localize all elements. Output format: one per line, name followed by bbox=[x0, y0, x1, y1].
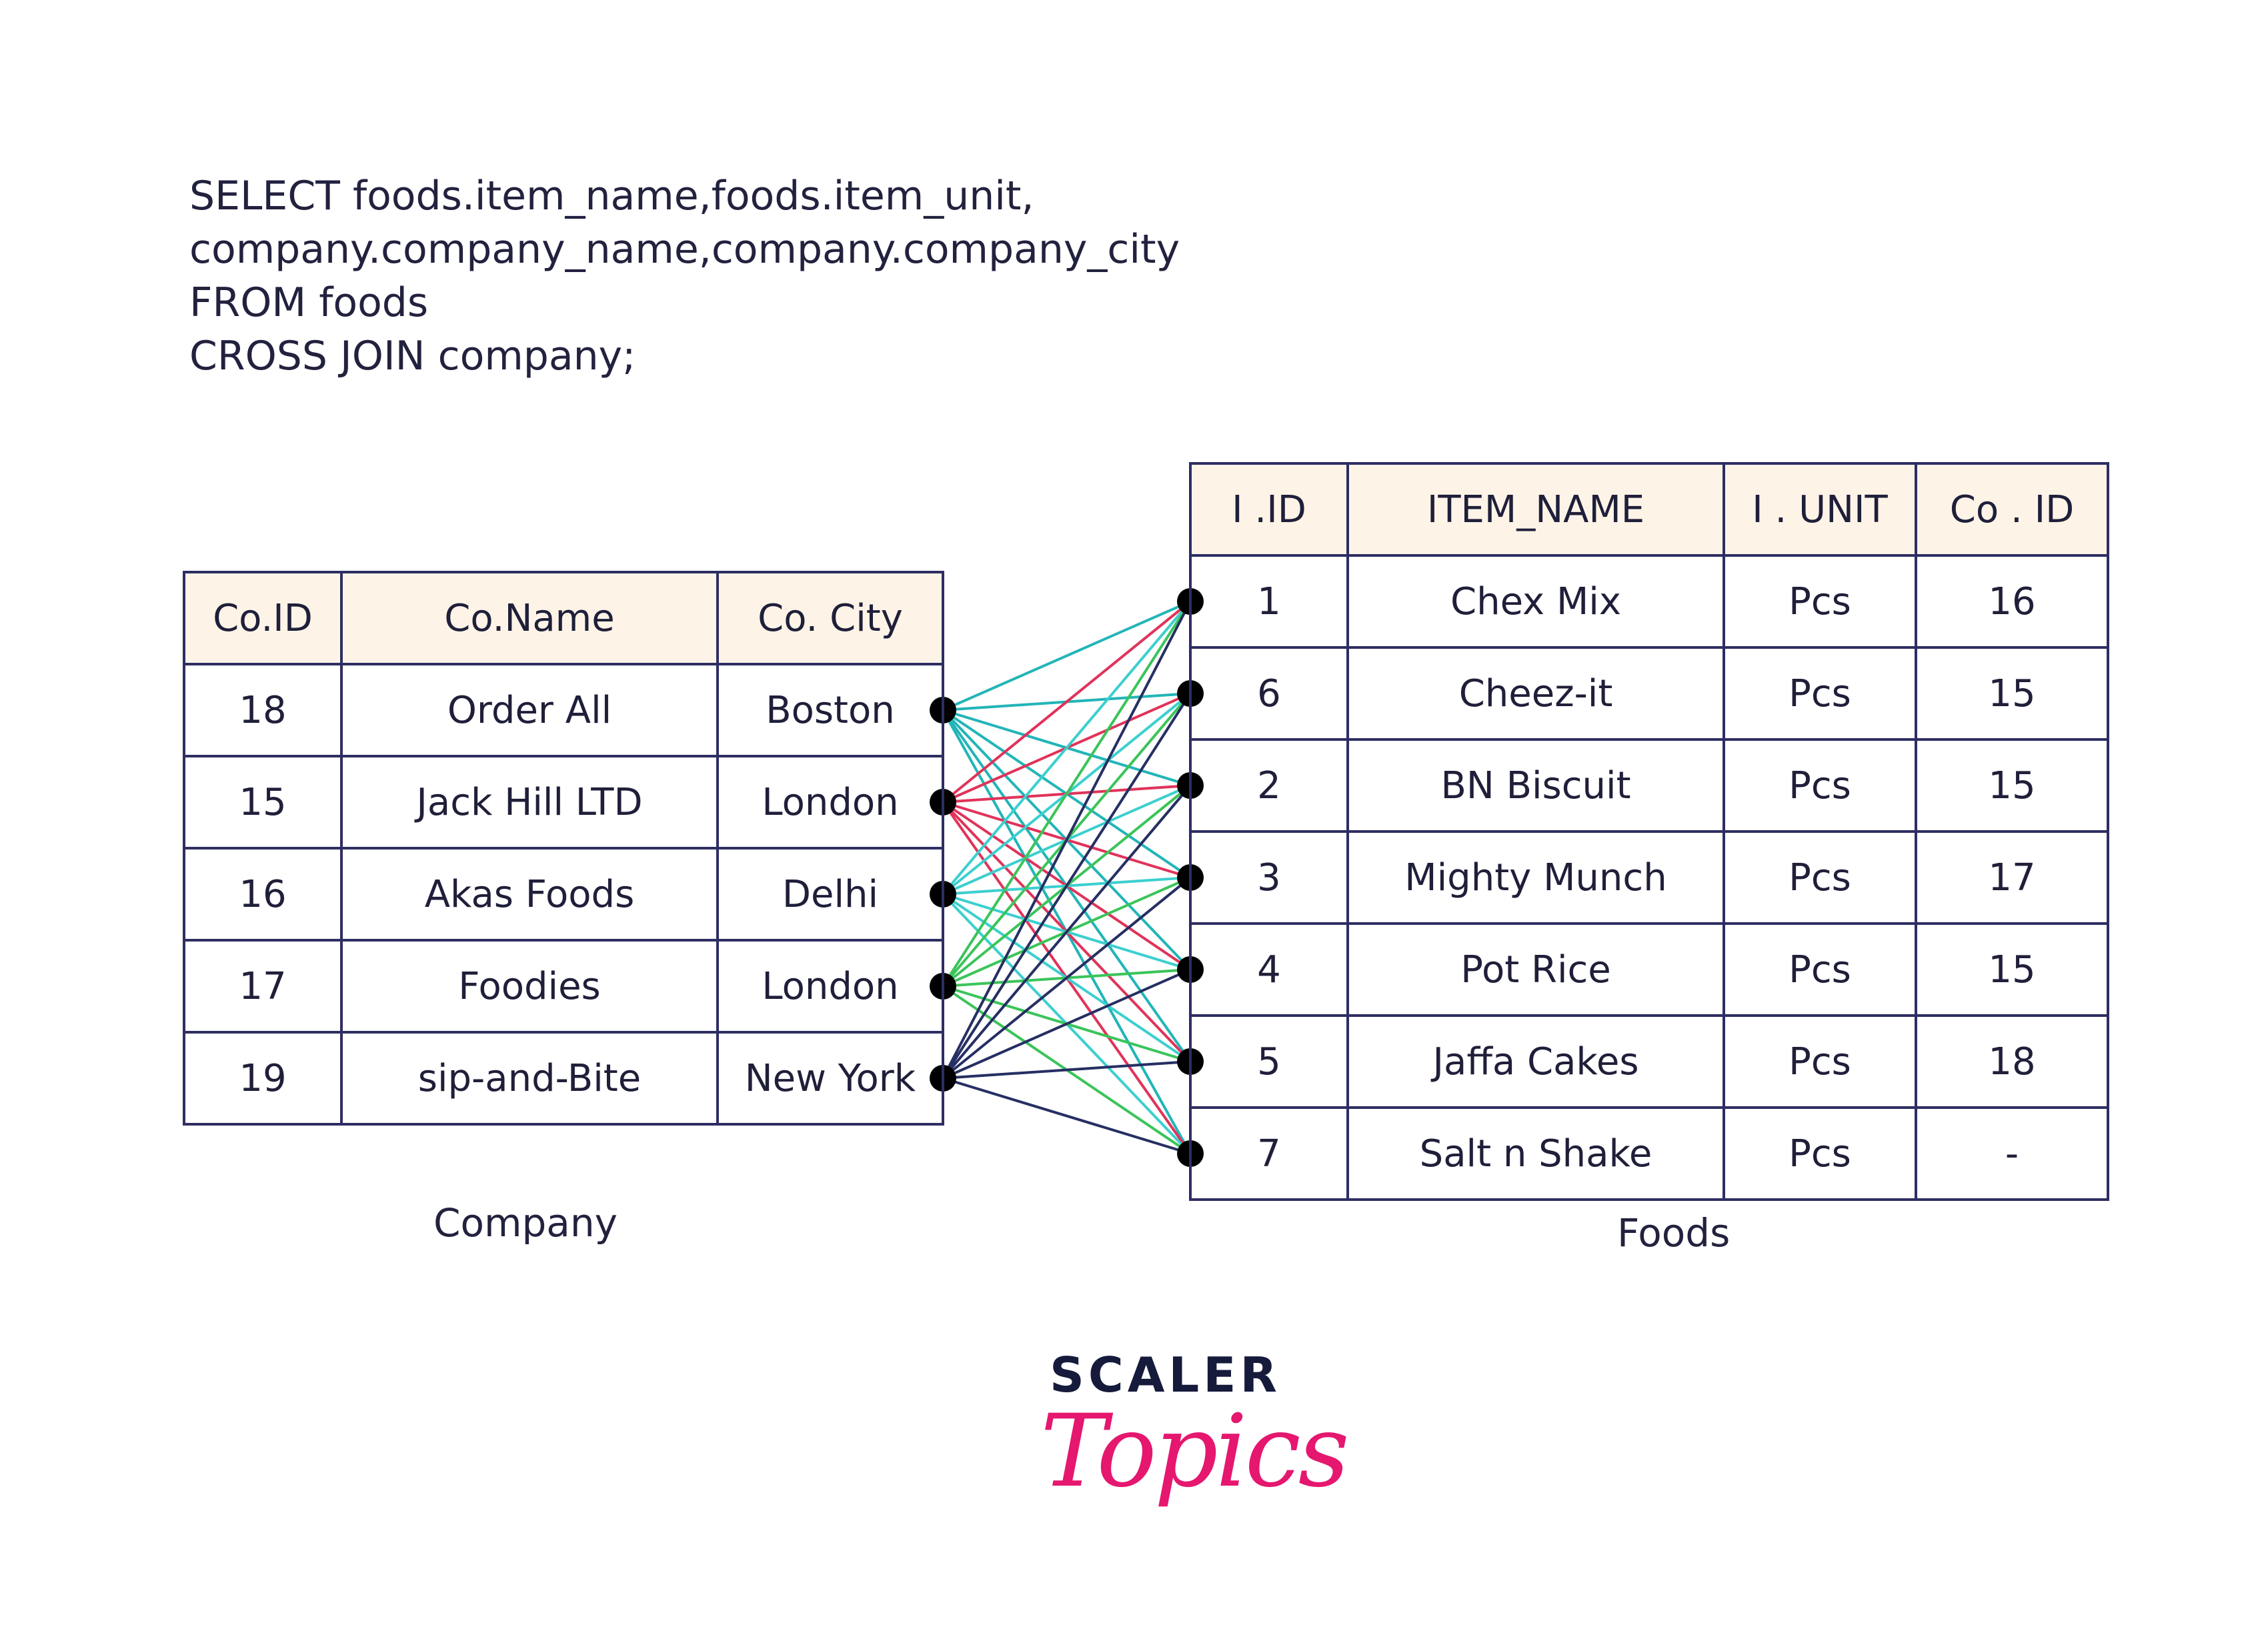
foods-table: I .ID ITEM_NAME I . UNIT Co . ID 1 Chex … bbox=[1189, 462, 2109, 1201]
company-city-cell: Delhi bbox=[716, 847, 944, 942]
company-header-city: Co. City bbox=[716, 571, 944, 665]
food-id-cell: 3 bbox=[1189, 830, 1349, 925]
food-id-cell: 1 bbox=[1189, 554, 1349, 649]
connector-line bbox=[942, 600, 1192, 803]
connector-line bbox=[942, 1060, 1191, 1080]
foods-header-unit: I . UNIT bbox=[1723, 462, 1917, 557]
food-unit-cell: Pcs bbox=[1723, 830, 1917, 925]
sql-line-1: SELECT foods.item_name,foods.item_unit, bbox=[189, 173, 1034, 219]
table-row: 7 Salt n Shake Pcs - bbox=[1189, 1106, 2109, 1201]
table-row: 18 Order All Boston bbox=[183, 663, 944, 757]
food-company-id-cell: - bbox=[1915, 1106, 2109, 1201]
food-company-id-cell: 18 bbox=[1915, 1014, 2109, 1109]
company-table: Co.ID Co.Name Co. City 18 Order All Bost… bbox=[183, 571, 944, 1126]
company-id-cell: 15 bbox=[183, 755, 343, 850]
connector-line bbox=[942, 784, 1192, 1080]
company-header-row: Co.ID Co.Name Co. City bbox=[183, 571, 944, 665]
foods-header-id: I .ID bbox=[1189, 462, 1349, 557]
foods-header-company-id: Co . ID bbox=[1915, 462, 2109, 557]
company-name-cell: sip-and-Bite bbox=[340, 1031, 719, 1126]
table-row: 19 sip-and-Bite New York bbox=[183, 1031, 944, 1126]
connector-line bbox=[942, 876, 1192, 1080]
table-row: 15 Jack Hill LTD London bbox=[183, 755, 944, 850]
food-name-cell: Salt n Shake bbox=[1346, 1106, 1725, 1201]
company-id-cell: 17 bbox=[183, 939, 343, 1034]
sql-line-2: company.company_name,company.company_cit… bbox=[189, 226, 1180, 273]
connector-line bbox=[942, 600, 1192, 896]
food-name-cell: BN Biscuit bbox=[1346, 738, 1725, 833]
food-id-cell: 4 bbox=[1189, 922, 1349, 1017]
logo-script: Topics bbox=[1040, 1394, 1350, 1510]
company-city-cell: New York bbox=[716, 1031, 944, 1126]
food-name-cell: Chex Mix bbox=[1346, 554, 1725, 649]
table-row: 1 Chex Mix Pcs 16 bbox=[1189, 554, 2109, 649]
table-row: 17 Foodies London bbox=[183, 939, 944, 1034]
food-unit-cell: Pcs bbox=[1723, 922, 1917, 1017]
food-name-cell: Pot Rice bbox=[1346, 922, 1725, 1017]
company-name-cell: Foodies bbox=[340, 939, 719, 1034]
table-row: 4 Pot Rice Pcs 15 bbox=[1189, 922, 2109, 1017]
company-city-cell: Boston bbox=[716, 663, 944, 757]
company-name-cell: Order All bbox=[340, 663, 719, 757]
scaler-topics-logo: SCALER Topics bbox=[1040, 1347, 1350, 1534]
company-header-id: Co.ID bbox=[183, 571, 343, 665]
logo-wordmark: SCALER bbox=[1050, 1347, 1281, 1403]
food-id-cell: 5 bbox=[1189, 1014, 1349, 1109]
table-row: 16 Akas Foods Delhi bbox=[183, 847, 944, 942]
company-city-cell: London bbox=[716, 755, 944, 850]
connector-line bbox=[942, 601, 1192, 1079]
connector-line bbox=[942, 968, 1191, 1080]
food-name-cell: Mighty Munch bbox=[1346, 830, 1725, 925]
company-id-cell: 19 bbox=[183, 1031, 343, 1126]
food-name-cell: Cheez-it bbox=[1346, 646, 1725, 741]
table-row: 2 BN Biscuit Pcs 15 bbox=[1189, 738, 2109, 833]
food-company-id-cell: 15 bbox=[1915, 738, 2109, 833]
foods-table-caption: Foods bbox=[1617, 1210, 1731, 1256]
company-name-cell: Jack Hill LTD bbox=[340, 755, 719, 850]
company-name-cell: Akas Foods bbox=[340, 847, 719, 942]
foods-header-item-name: ITEM_NAME bbox=[1346, 462, 1725, 557]
company-city-cell: London bbox=[716, 939, 944, 1034]
company-header-name: Co.Name bbox=[340, 571, 719, 665]
food-unit-cell: Pcs bbox=[1723, 1106, 1917, 1201]
connector-line bbox=[942, 1077, 1191, 1155]
foods-header-row: I .ID ITEM_NAME I . UNIT Co . ID bbox=[1189, 462, 2109, 557]
food-company-id-cell: 15 bbox=[1915, 922, 2109, 1017]
food-unit-cell: Pcs bbox=[1723, 646, 1917, 741]
table-row: 3 Mighty Munch Pcs 17 bbox=[1189, 830, 2109, 925]
food-company-id-cell: 16 bbox=[1915, 554, 2109, 649]
food-id-cell: 6 bbox=[1189, 646, 1349, 741]
connector-line bbox=[942, 600, 1192, 988]
food-id-cell: 7 bbox=[1189, 1106, 1349, 1201]
sql-query: SELECT foods.item_name,foods.item_unit, … bbox=[189, 169, 1180, 383]
table-row: 5 Jaffa Cakes Pcs 18 bbox=[1189, 1014, 2109, 1109]
connector-line bbox=[942, 692, 1192, 1080]
food-id-cell: 2 bbox=[1189, 738, 1349, 833]
food-unit-cell: Pcs bbox=[1723, 1014, 1917, 1109]
food-name-cell: Jaffa Cakes bbox=[1346, 1014, 1725, 1109]
food-company-id-cell: 15 bbox=[1915, 646, 2109, 741]
food-unit-cell: Pcs bbox=[1723, 554, 1917, 649]
company-id-cell: 18 bbox=[183, 663, 343, 757]
company-table-caption: Company bbox=[433, 1200, 618, 1246]
sql-line-3: FROM foods bbox=[189, 279, 429, 326]
connector-line bbox=[942, 600, 1191, 711]
company-id-cell: 16 bbox=[183, 847, 343, 942]
table-row: 6 Cheez-it Pcs 15 bbox=[1189, 646, 2109, 741]
food-company-id-cell: 17 bbox=[1915, 830, 2109, 925]
sql-line-4: CROSS JOIN company; bbox=[189, 333, 636, 379]
food-unit-cell: Pcs bbox=[1723, 738, 1917, 833]
